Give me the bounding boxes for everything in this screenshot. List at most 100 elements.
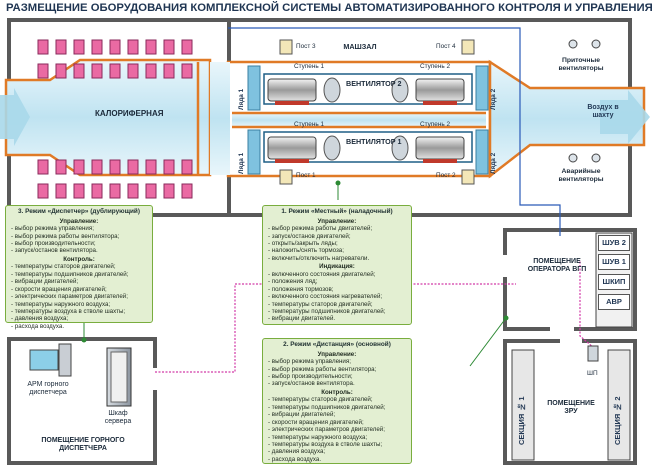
list-item: - температуры статоров двигателей; <box>11 263 116 271</box>
list-item: - температуры подшипников двигателей; <box>11 270 129 278</box>
fan2-damper-left: Ляда 1 <box>238 88 245 110</box>
list-item: - выбор режима управления; <box>268 358 351 366</box>
list-item: - вибрации двигателей. <box>268 315 336 323</box>
control-posts <box>279 39 475 185</box>
list-item: - запуск/останов двигателей; <box>268 232 351 240</box>
fan1-damper-left: Ляда 1 <box>238 152 245 174</box>
fan-unit-2 <box>263 73 473 105</box>
operator-room-label: ПОМЕЩЕНИЕ ОПЕРАТОРА ВГП <box>527 258 587 273</box>
remote-panel-header: 2. Режим «Дистанция» (основной) <box>283 341 391 348</box>
page-title: РАЗМЕЩЕНИЕ ОБОРУДОВАНИЯ КОМПЛЕКСНОЙ СИСТ… <box>6 2 653 14</box>
list-item: - положения тормозов; <box>268 285 334 293</box>
server-cabinet-graphic <box>106 347 132 407</box>
list-item: - электрических параметров двигателей; <box>268 426 385 434</box>
emergency-fans-label: Аварийные вентиляторы <box>558 168 604 183</box>
fan1-name: ВЕНТИЛЯТОР 1 <box>346 137 402 146</box>
list-item: - запуск/останов вентилятора. <box>268 380 355 388</box>
remote-control-list: - выбор режима управления; - выбор режим… <box>268 358 406 388</box>
section-1-label: СЕКЦИЯ № 1 <box>517 396 526 445</box>
list-item: - температуры статоров двигателей; <box>268 396 373 404</box>
list-item: - включить/отключить нагреватели. <box>268 254 370 262</box>
air-outlet-label: Воздух в шахту <box>587 104 619 119</box>
list-item: - включенного состояния нагревателей; <box>268 293 383 301</box>
list-item: - электрических параметров двигателей; <box>11 293 128 301</box>
fan2-damper-right: Ляда 2 <box>490 88 497 110</box>
fan2-stage2-label: Ступень 2 <box>420 63 451 70</box>
list-item: - расхода воздуха. <box>268 455 322 463</box>
list-item: - температуры подшипников двигателей; <box>268 307 386 315</box>
list-item: - положения ляд; <box>268 278 318 286</box>
machine-hall-label: МАШЗАЛ <box>343 42 377 51</box>
dispatcher-monitor-title: Контроль: <box>63 255 95 263</box>
shp-label: ШП <box>587 370 598 377</box>
local-panel-header: 1. Режим «Местный» (наладочный) <box>281 208 393 215</box>
dispatcher-control-title: Управление: <box>59 217 99 225</box>
list-item: - включенного состояния двигателей; <box>268 270 376 278</box>
list-item: - температуры воздуха в стволе шахты; <box>11 307 126 315</box>
mode-panel-local: 1. Режим «Местный» (наладочный) Управлен… <box>262 205 412 325</box>
list-item: - запуск/останов вентилятора. <box>11 247 98 255</box>
leader-lines <box>81 180 509 367</box>
dispatcher-panel-header: 3. Режим «Диспетчер» (дублирующий) <box>18 208 140 215</box>
dampers <box>247 65 489 175</box>
cabinet-shuv1: ШУВ 1 <box>598 254 630 270</box>
list-item: - выбор режима работы двигателей; <box>268 225 373 233</box>
list-item: - температуры подшипников двигателей; <box>268 403 386 411</box>
heater-coils <box>37 39 193 199</box>
workstation-graphic <box>29 343 72 377</box>
list-item: - давления воздуха; <box>11 315 69 323</box>
remote-control-title: Управление: <box>317 350 357 358</box>
cabinet-shuv2: ШУВ 2 <box>598 235 630 251</box>
server-cabinet-label: Шкаф сервера <box>104 410 132 425</box>
list-item: - температуры наружного воздуха; <box>11 300 111 308</box>
list-item: - выбор производительности; <box>11 240 96 247</box>
remote-monitor-list: - температуры статоров двигателей; - тем… <box>268 396 406 463</box>
list-item: - температуры наружного воздуха; <box>268 433 368 441</box>
list-item: - выбор режима работы вентилятора; <box>268 365 377 373</box>
supply-fans-label: Приточные вентиляторы <box>558 57 604 72</box>
local-control-title: Управление: <box>317 217 357 225</box>
mode-panel-remote: 2. Режим «Дистанция» (основной) Управлен… <box>262 338 412 464</box>
workstation-label: АРМ горного диспетчера <box>27 381 69 396</box>
control-cable-blue <box>228 27 561 236</box>
list-item: - выбор производительности; <box>268 373 353 380</box>
list-item: - скорости вращения двигателей; <box>268 418 364 426</box>
fan1-stage1-label: Ступень 1 <box>294 121 325 128</box>
list-item: - вибрации двигателей; <box>11 278 79 286</box>
local-indication-title: Индикация: <box>319 263 355 271</box>
list-item: - расхода воздуха. <box>11 322 65 330</box>
dispatcher-control-list: - выбор режима управления; - выбор режим… <box>11 225 147 255</box>
remote-monitor-title: Контроль: <box>321 388 353 396</box>
post-1-label: Пост 1 <box>296 172 316 179</box>
small-fans <box>568 39 601 163</box>
heater-room-label: КАЛОРИФЕРНАЯ <box>95 109 164 118</box>
list-item: - температуры воздуха в стволе шахты; <box>268 440 383 448</box>
list-item: - температуры статоров двигателей; <box>268 300 373 308</box>
list-item: - давления воздуха; <box>268 448 326 456</box>
cabinet-shkip: ШКИП <box>598 274 630 290</box>
post-3-label: Пост 3 <box>296 43 316 50</box>
local-indication-list: - включенного состояния двигателей; - по… <box>268 271 406 323</box>
fan2-stage1-label: Ступень 1 <box>294 63 325 70</box>
zru-room-label: ПОМЕЩЕНИЕ ЗРУ <box>547 400 595 415</box>
local-control-list: - выбор режима работы двигателей; - запу… <box>268 225 406 262</box>
fan1-damper-right: Ляда 2 <box>490 152 497 174</box>
zru-sections-graphic <box>511 345 631 461</box>
list-item: - выбор режима работы вентилятора; <box>11 232 120 240</box>
fan-unit-1 <box>263 131 473 163</box>
list-item: - открыть/закрыть ляды; <box>268 240 338 247</box>
mode-panel-dispatcher: 3. Режим «Диспетчер» (дублирующий) Управ… <box>5 205 153 330</box>
dispatcher-monitor-list: - температуры статоров двигателей; - тем… <box>11 263 147 330</box>
post-4-label: Пост 4 <box>436 43 456 50</box>
post-2-label: Пост 2 <box>436 172 456 179</box>
list-item: - наложить/снять тормоза; <box>268 247 344 255</box>
fan2-name: ВЕНТИЛЯТОР 2 <box>346 79 402 88</box>
cabinet-avr: АВР <box>598 294 630 310</box>
section-2-label: СЕКЦИЯ № 2 <box>613 396 622 445</box>
fan1-stage2-label: Ступень 2 <box>420 121 451 128</box>
list-item: - скорости вращения двигателей; <box>11 285 107 293</box>
list-item: - выбор режима управления; <box>11 225 94 233</box>
dispatcher-room-label: ПОМЕЩЕНИЕ ГОРНОГО ДИСПЕТЧЕРА <box>41 437 125 452</box>
list-item: - вибрации двигателей; <box>268 411 336 419</box>
